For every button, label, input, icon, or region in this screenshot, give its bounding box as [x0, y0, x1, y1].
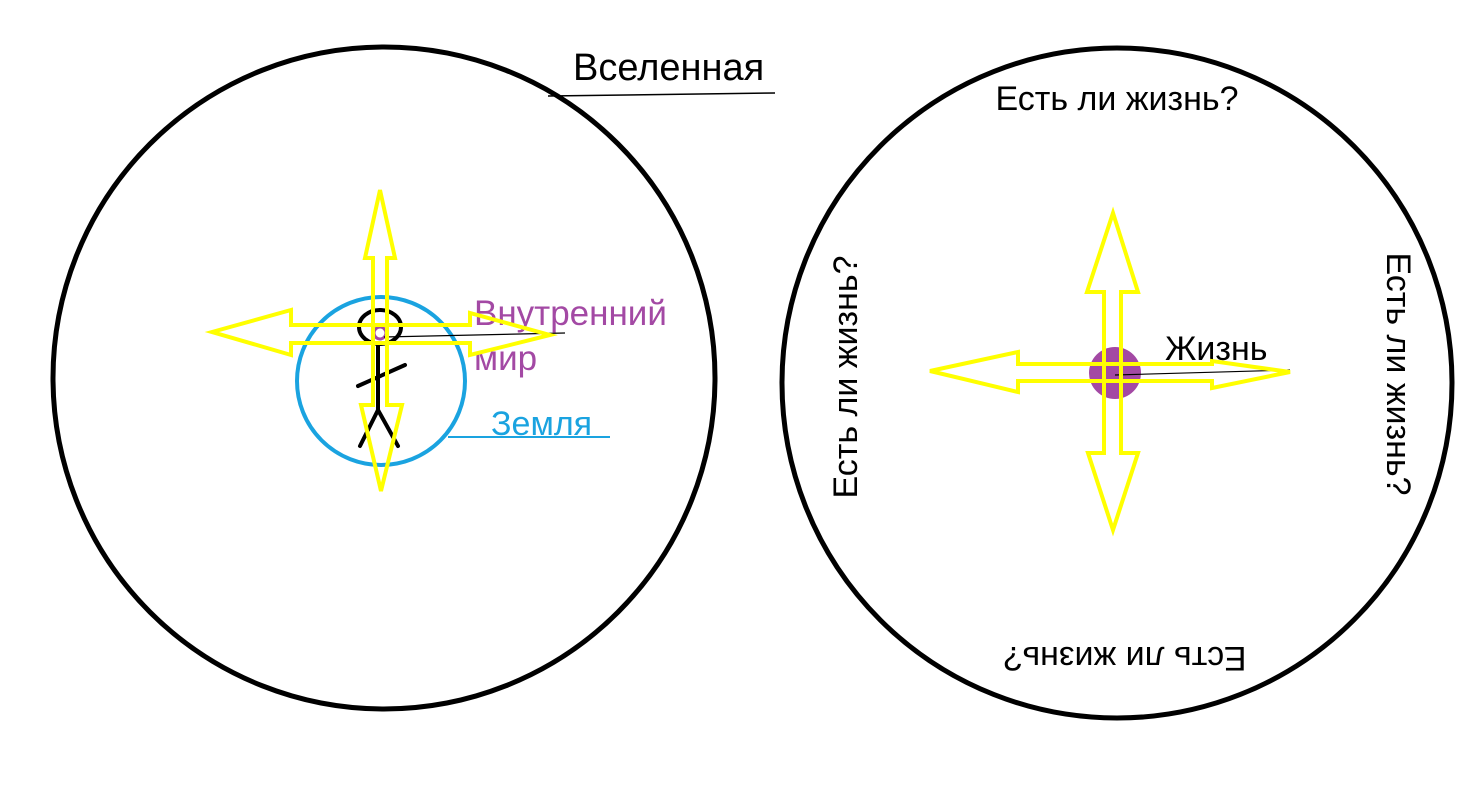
left-arrows: [204, 189, 558, 492]
earth-circle: [295, 295, 467, 467]
left-diagram: Вселенная Земля Внутренний мир: [50, 44, 776, 712]
universe-leader-line: [547, 92, 776, 97]
universe-label: Вселенная: [573, 47, 764, 89]
life-leader-line: [1114, 369, 1291, 376]
right-arrows: [929, 206, 1291, 537]
question-left: Есть ли жизнь?: [827, 255, 865, 498]
arrow-up-down: [358, 189, 405, 492]
question-top: Есть ли жизнь?: [995, 80, 1238, 118]
earth-label: Земля: [491, 405, 592, 443]
inner-world-label-line1: Внутренний: [474, 294, 667, 333]
universe-circle: [50, 44, 718, 712]
life-dot: [1089, 347, 1141, 399]
inner-world-leader-line: [383, 332, 566, 338]
question-right: Есть ли жизнь?: [1379, 252, 1417, 495]
world-circle: [779, 45, 1455, 721]
arrow-left-right: [204, 307, 558, 358]
arrow-left-right: [929, 349, 1291, 395]
arrow-up-down: [1084, 206, 1141, 537]
question-bottom: Есть ли жизнь?: [1003, 639, 1246, 677]
right-diagram: Есть ли жизнь? Есть ли жизнь? Есть ли жи…: [779, 45, 1455, 721]
